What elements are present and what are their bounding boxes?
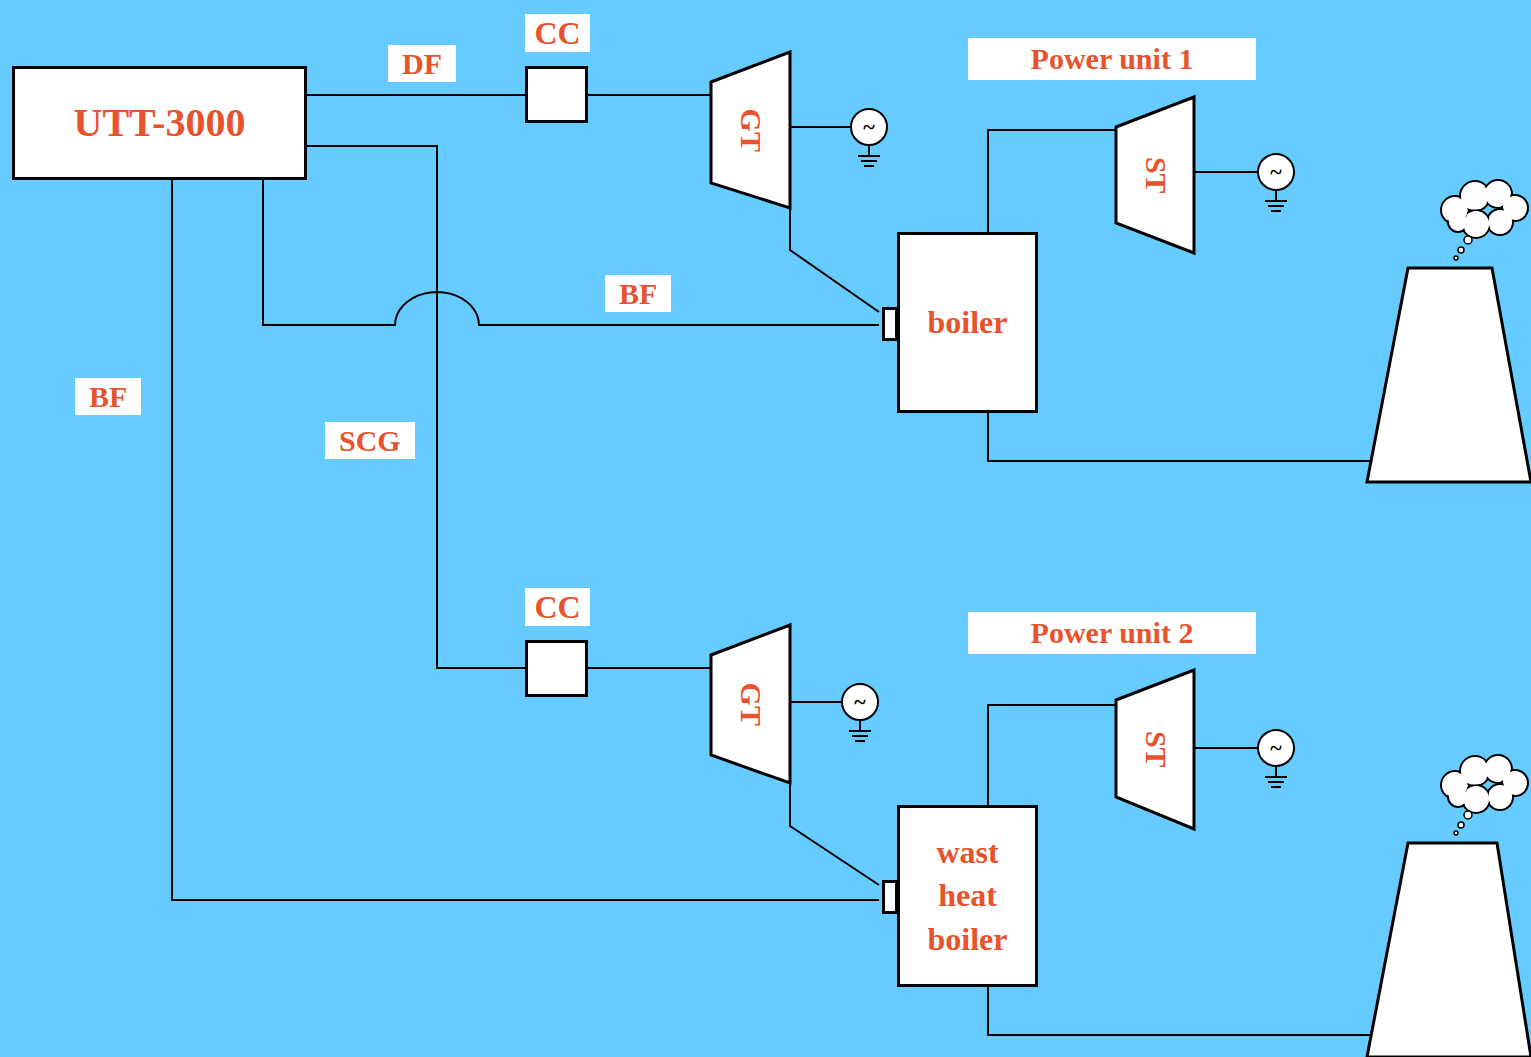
- pipe-line: [988, 705, 1116, 805]
- fuel-label: DF: [388, 45, 456, 82]
- chimney: [1367, 843, 1531, 1057]
- ground-bar: [858, 155, 880, 157]
- process-box: UTT-3000: [12, 66, 307, 180]
- node-text: wast heat boiler: [912, 831, 1024, 961]
- ground-bar: [1265, 200, 1287, 202]
- ground-wire: [1275, 191, 1277, 201]
- smoke-cloud: [1441, 755, 1528, 835]
- node-text: UTT-3000: [74, 96, 246, 150]
- pipe-line: [790, 208, 879, 312]
- chimneys: [1367, 268, 1531, 1057]
- node-text: ~: [1270, 737, 1281, 759]
- ground-bar: [1268, 205, 1284, 207]
- smoke-clouds: [1441, 180, 1528, 835]
- steam-turbine: ST: [1116, 670, 1194, 829]
- pipe-line: [988, 130, 1116, 232]
- generator-symbol: ~: [850, 108, 888, 146]
- smoke-cloud: [1441, 180, 1528, 260]
- node-text: ~: [1270, 161, 1281, 183]
- component-label: CC: [525, 14, 590, 52]
- ground-wire: [1275, 767, 1277, 777]
- unit-title: Power unit 1: [968, 38, 1256, 80]
- generator-symbol: ~: [841, 683, 879, 721]
- pipe-line: [588, 667, 711, 669]
- unit-title: Power unit 2: [968, 612, 1256, 654]
- node-text: GT: [729, 110, 772, 151]
- generator-symbol: ~: [1257, 729, 1295, 767]
- pipe-line: [172, 180, 879, 900]
- ground-bar: [864, 165, 874, 167]
- node-text: ST: [1137, 155, 1174, 196]
- gas-turbine: GT: [711, 625, 790, 783]
- ground-bar: [861, 160, 877, 162]
- ground-bar: [852, 735, 868, 737]
- component-label: ST: [1135, 157, 1176, 194]
- chimney: [1367, 268, 1531, 482]
- flue-line: [988, 987, 1370, 1035]
- flue-lines: [988, 413, 1370, 1035]
- ground-bar: [1265, 776, 1287, 778]
- boiler-box: wast heat boiler: [897, 805, 1038, 987]
- component-label: GT: [730, 682, 771, 725]
- pipe-line: [790, 783, 879, 885]
- ground-wire: [868, 146, 870, 156]
- node-text: GT: [729, 684, 772, 725]
- pipe-line: [307, 146, 525, 668]
- combustion-chamber: CC: [525, 640, 588, 697]
- generator-symbol: ~: [1257, 153, 1295, 191]
- combustion-chamber: CC: [525, 66, 588, 123]
- fuel-label: SCG: [325, 422, 415, 459]
- boiler-box: boiler: [897, 232, 1038, 413]
- fuel-label: BF: [605, 275, 671, 312]
- ground-bar: [1268, 781, 1284, 783]
- component-label: ST: [1135, 731, 1176, 768]
- pipe-line: [1194, 171, 1257, 173]
- component-label: GT: [730, 108, 771, 151]
- ground-bar: [855, 740, 865, 742]
- pipe-line: [1194, 747, 1257, 749]
- node-text: boiler: [928, 301, 1008, 344]
- ground-bar: [849, 730, 871, 732]
- steam-turbine: ST: [1116, 97, 1194, 253]
- component-label: CC: [525, 588, 590, 626]
- ground-bar: [1271, 786, 1281, 788]
- ground-bar: [1271, 210, 1281, 212]
- node-text: ~: [854, 691, 865, 713]
- node-text: ~: [863, 116, 874, 138]
- flue-line: [988, 413, 1370, 461]
- ground-wire: [859, 721, 861, 731]
- pipe-line: [307, 94, 525, 96]
- gas-turbine: GT: [711, 52, 790, 208]
- ground-symbols: [849, 146, 1287, 787]
- pipe-line: [790, 701, 841, 703]
- fuel-label: BF: [75, 378, 141, 415]
- inlet-port: [882, 307, 898, 341]
- node-text: ST: [1137, 729, 1174, 770]
- pipe-line: [790, 126, 850, 128]
- pipe-line: [588, 94, 711, 96]
- inlet-port: [882, 880, 898, 914]
